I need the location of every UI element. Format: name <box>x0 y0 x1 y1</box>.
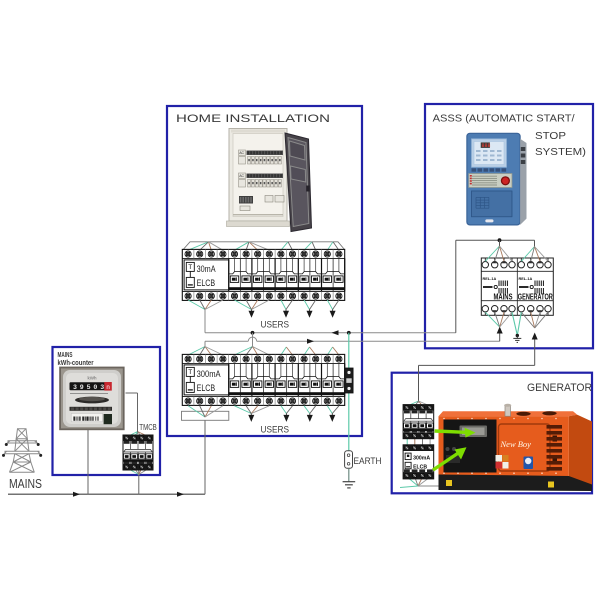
svg-text:REL-1A: REL-1A <box>483 277 497 281</box>
svg-text:USERS: USERS <box>261 320 290 331</box>
svg-text:AC: AC <box>239 174 244 178</box>
svg-text:ELCB: ELCB <box>197 383 216 393</box>
svg-text:ELCB: ELCB <box>197 278 216 288</box>
svg-text:New Boy: New Boy <box>500 439 532 449</box>
svg-text:ELCB: ELCB <box>413 464 427 470</box>
svg-text:300mA: 300mA <box>197 369 221 379</box>
svg-text:ASSS (AUTOMATIC START/: ASSS (AUTOMATIC START/ <box>433 114 575 125</box>
svg-text:kWh-counter: kWh-counter <box>58 360 94 367</box>
svg-text:USERS: USERS <box>261 425 290 436</box>
svg-text:SYSTEM): SYSTEM) <box>535 147 586 158</box>
svg-text:3: 3 <box>73 384 77 391</box>
svg-text:MAINS: MAINS <box>58 352 73 359</box>
svg-text:STOP: STOP <box>535 131 566 142</box>
svg-text:9: 9 <box>80 384 84 391</box>
svg-text:T: T <box>188 264 192 271</box>
svg-text:5: 5 <box>87 384 91 391</box>
svg-text:3: 3 <box>100 384 104 391</box>
svg-text:AC: AC <box>239 151 244 155</box>
svg-text:30mA: 30mA <box>197 264 216 274</box>
svg-text:0: 0 <box>93 384 97 391</box>
svg-text:TMCB: TMCB <box>139 422 157 432</box>
svg-text:MAINS: MAINS <box>9 477 42 491</box>
svg-text:EARTH: EARTH <box>354 456 382 467</box>
svg-text:MAINS: MAINS <box>494 293 513 302</box>
svg-text:HOME INSTALLATION: HOME INSTALLATION <box>176 113 330 125</box>
svg-text:n: n <box>106 384 110 391</box>
svg-text:300mA: 300mA <box>413 455 431 461</box>
svg-text:888: 888 <box>482 143 491 149</box>
svg-text:kWh: kWh <box>88 376 97 381</box>
svg-text:GENERATOR: GENERATOR <box>518 293 553 302</box>
svg-text:T: T <box>188 369 192 376</box>
svg-text:GENERATOR: GENERATOR <box>527 382 592 394</box>
svg-text:REL-1A: REL-1A <box>519 277 533 281</box>
